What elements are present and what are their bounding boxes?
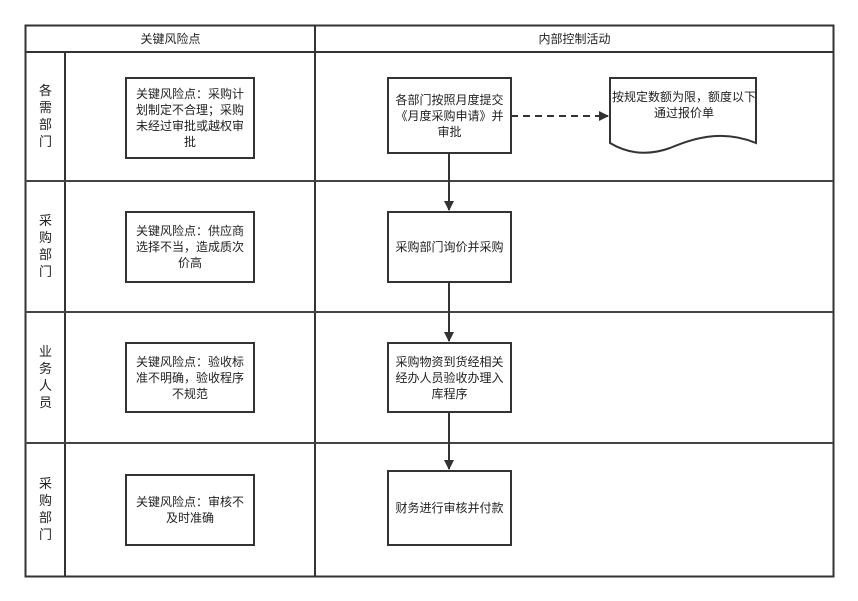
risk-box: 关键风险点：供应商选择不当，造成质次价高 xyxy=(125,211,255,283)
lane-label: 各需部门 xyxy=(38,84,52,150)
document-text: 按规定数额为限，额度以下通过报价单 xyxy=(611,90,756,120)
header-control-activities: 内部控制活动 xyxy=(538,32,611,46)
activity-box: 财务进行审核并付款 xyxy=(387,470,512,546)
lane-label: 业务人员 xyxy=(38,345,52,411)
risk-box: 关键风险点：验收标准不明确，验收程序不规范 xyxy=(125,342,255,413)
flow-arrows xyxy=(444,111,609,470)
header-risk-points: 关键风险点 xyxy=(140,32,201,46)
lane-label: 采购部门 xyxy=(38,477,52,543)
lane-label: 采购部门 xyxy=(38,214,52,280)
document-shape xyxy=(609,77,757,154)
activity-box: 采购部门询价并采购 xyxy=(387,211,512,283)
risk-box: 关键风险点：采购计划制定不合理；采购未经过审批或越权审批 xyxy=(125,77,255,159)
risk-box: 关键风险点：审核不及时准确 xyxy=(125,474,255,546)
activity-box: 各部门按照月度提交《月度采购申请》并审批 xyxy=(387,77,512,154)
activity-box: 采购物资到货经相关经办人员验收办理入库程序 xyxy=(387,342,512,413)
